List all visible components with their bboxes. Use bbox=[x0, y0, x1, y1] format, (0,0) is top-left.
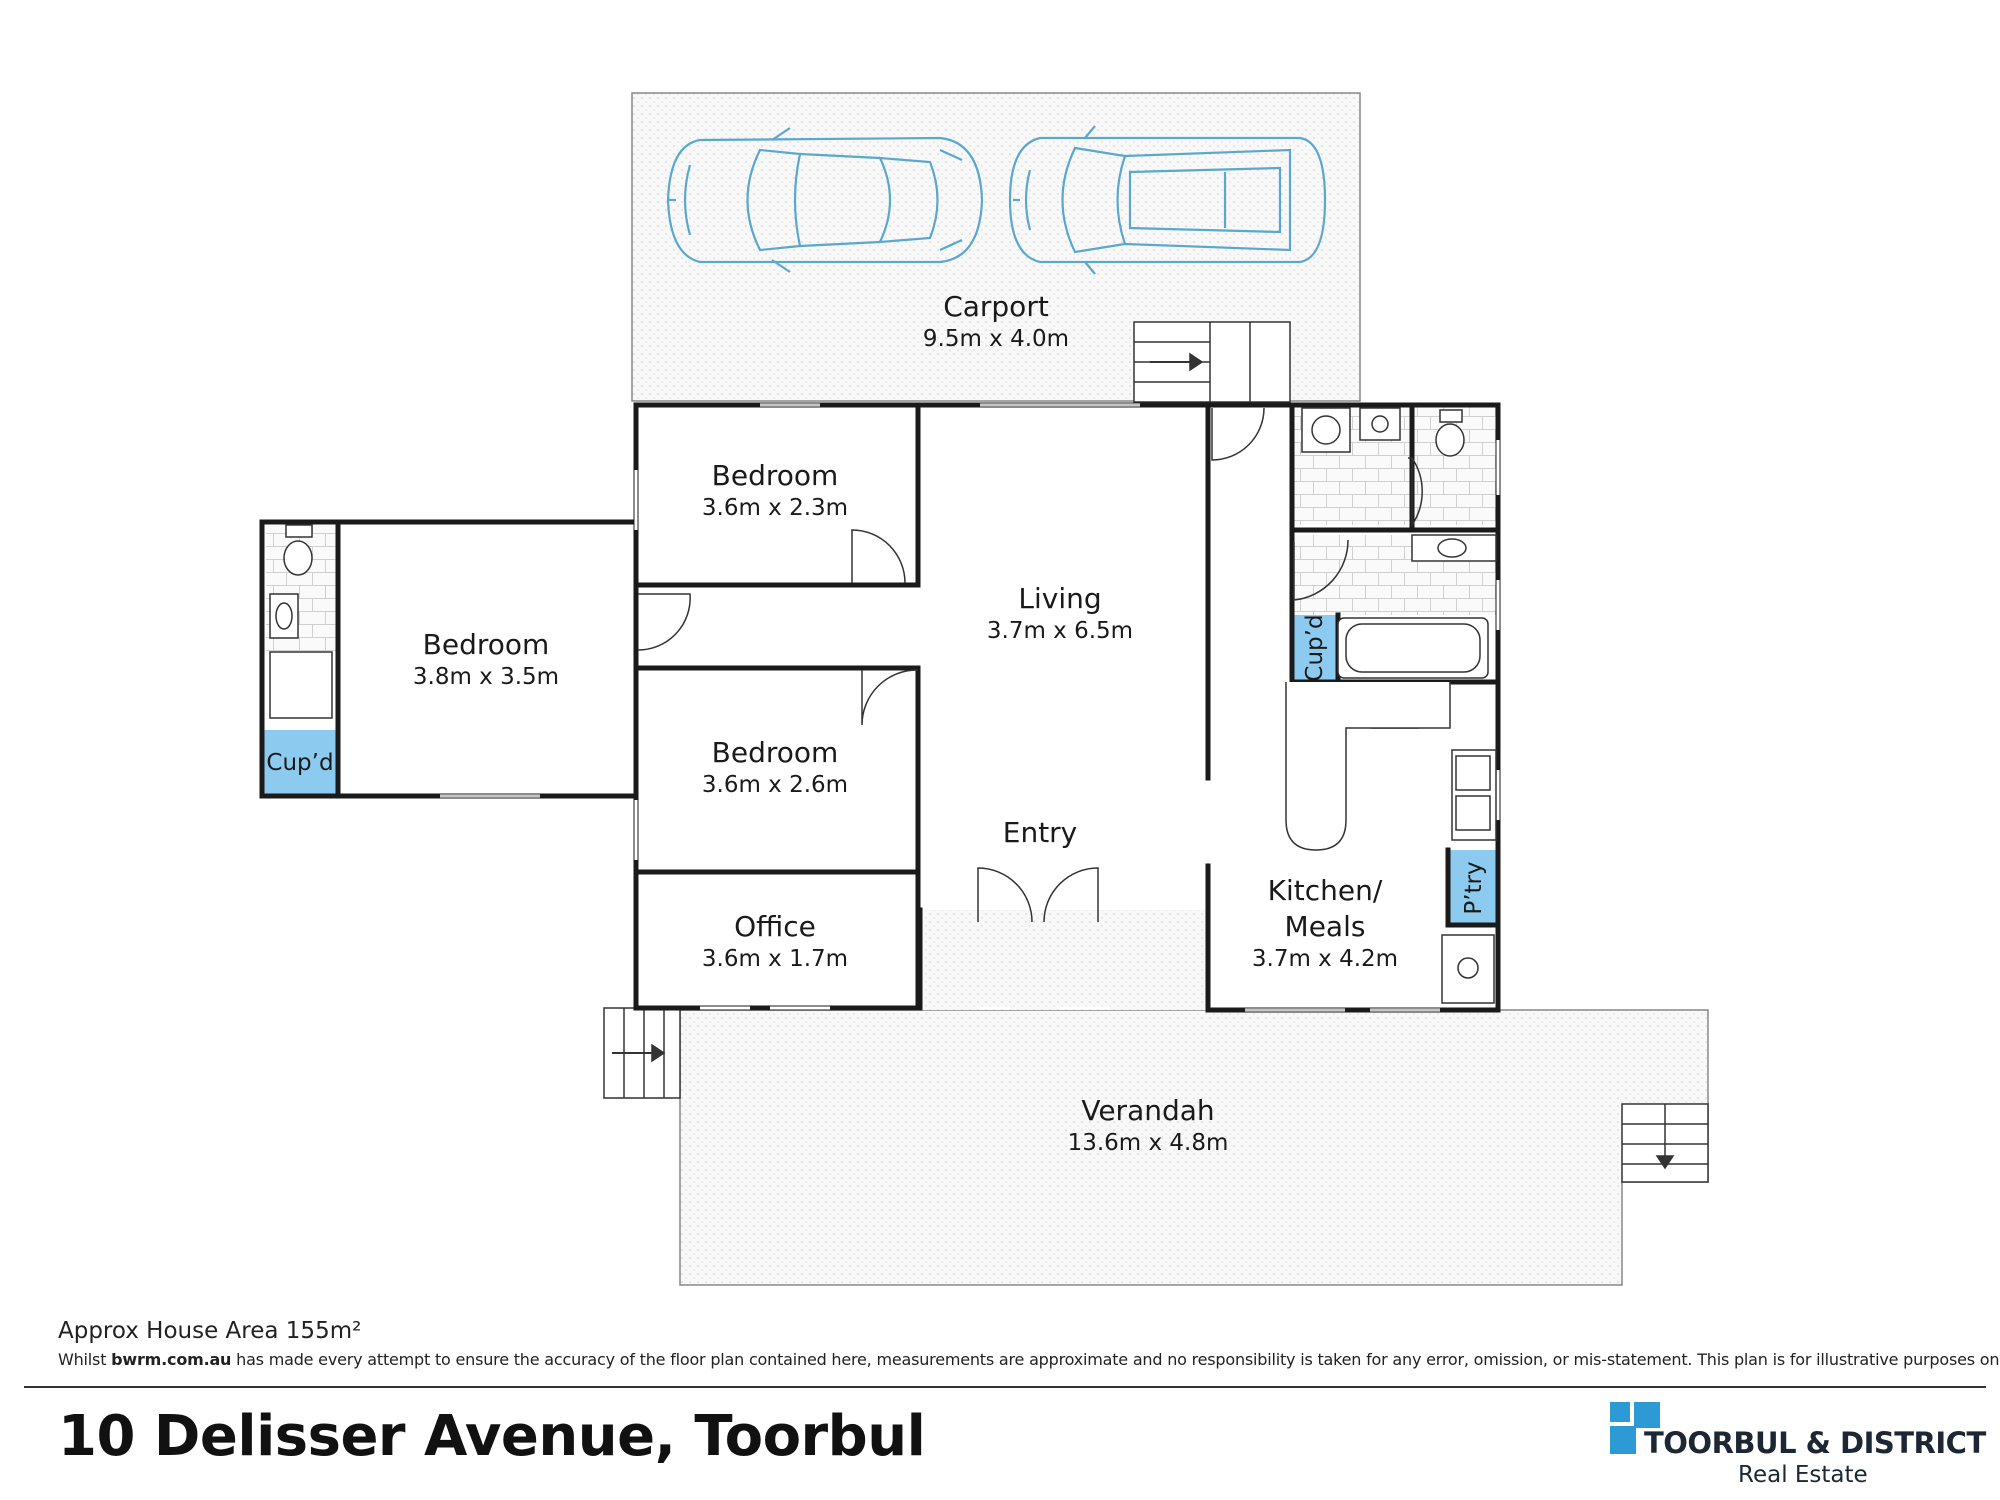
disclaimer-site[interactable]: bwrm.com.au bbox=[111, 1350, 232, 1369]
cupboard-bath bbox=[1292, 615, 1336, 680]
house-area-label: Approx House Area 155m² bbox=[58, 1318, 362, 1344]
living-name: Living bbox=[1018, 582, 1101, 615]
stairs-icon bbox=[1621, 1103, 1709, 1183]
bedroom3-dims: 3.6m x 2.6m bbox=[702, 772, 848, 798]
pantry bbox=[1450, 850, 1496, 925]
office-name: Office bbox=[734, 910, 816, 943]
bedroom1-name: Bedroom bbox=[712, 459, 839, 492]
disclaimer: Whilst bwrm.com.au has made every attemp… bbox=[58, 1350, 2000, 1369]
bedroom3-name: Bedroom bbox=[712, 736, 839, 769]
car-icon bbox=[1008, 125, 1327, 275]
cupboard-bath-label: Cup’d bbox=[1302, 614, 1328, 681]
pantry-label: P’try bbox=[1461, 861, 1487, 914]
entry-name: Entry bbox=[1003, 816, 1078, 849]
verandah-name: Verandah bbox=[1081, 1094, 1214, 1127]
cupboard-left-label: Cup’d bbox=[266, 750, 333, 776]
brand-icon bbox=[1610, 1402, 1660, 1454]
brand-sub: Real Estate bbox=[1738, 1462, 1868, 1488]
verandah-dims: 13.6m x 4.8m bbox=[1068, 1130, 1229, 1156]
carport-name: Carport bbox=[943, 290, 1049, 323]
stairs-icon bbox=[1133, 321, 1291, 403]
kitchen-name: Kitchen/ bbox=[1268, 874, 1383, 907]
kitchen-name2: Meals bbox=[1285, 910, 1366, 943]
stairs-icon bbox=[603, 1007, 681, 1099]
divider bbox=[24, 1386, 1986, 1388]
bedroom1-dims: 3.6m x 2.3m bbox=[702, 495, 848, 521]
property-address: 10 Delisser Avenue, Toorbul bbox=[58, 1404, 926, 1469]
office-dims: 3.6m x 1.7m bbox=[702, 946, 848, 972]
bedroom2-dims: 3.8m x 3.5m bbox=[413, 664, 559, 690]
bedroom2-name: Bedroom bbox=[423, 628, 550, 661]
kitchen-bench bbox=[1285, 682, 1451, 851]
living-dims: 3.7m x 6.5m bbox=[987, 618, 1133, 644]
carport-dims: 9.5m x 4.0m bbox=[923, 326, 1069, 352]
cupboard-left bbox=[264, 730, 336, 794]
kitchen-dims: 3.7m x 4.2m bbox=[1252, 946, 1398, 972]
car-icon bbox=[666, 127, 984, 273]
brand-name: TOORBUL & DISTRICT bbox=[1644, 1426, 1986, 1460]
agency-logo: TOORBUL & DISTRICT Real Estate bbox=[1608, 1400, 1986, 1490]
doors bbox=[637, 407, 1423, 923]
